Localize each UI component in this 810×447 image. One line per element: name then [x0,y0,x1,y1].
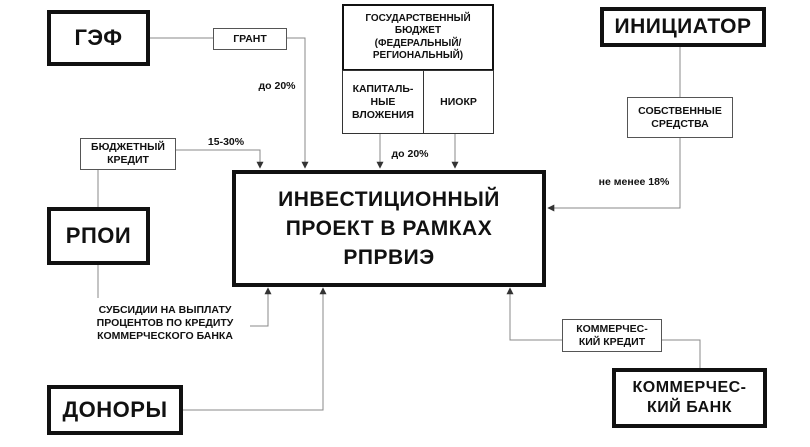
donors-box: ДОНОРЫ [47,385,183,435]
capital-box: КАПИТАЛЬ- НЫЕ ВЛОЖЕНИЯ [342,70,424,134]
initiator-box: ИНИЦИАТОР [600,7,766,47]
budget-credit-arrow [175,149,264,169]
grant-box: ГРАНТ [213,28,287,50]
commercial-credit-box: КОММЕРЧЕС- КИЙ КРЕДИТ [562,319,662,352]
donors-project-arrow [183,287,327,411]
rpoi-box: РПОИ [47,207,150,265]
subsidies-project-arrow [250,287,272,327]
budget-credit-box: БЮДЖЕТНЫЙ КРЕДИТ [80,138,176,170]
own-project-arrow [547,138,681,212]
grant-share-label: до 20% [258,80,296,92]
state-share-label: до 20% [391,148,429,160]
own-funds-box: СОБСТВЕННЫЕ СРЕДСТВА [627,97,733,138]
own-share-label: не менее 18% [598,176,670,188]
subsidies-label: СУБСИДИИ НА ВЫПЛАТУ ПРОЦЕНТОВ ПО КРЕДИТУ… [96,304,234,342]
commercial-bank-box: КОММЕРЧЕС- КИЙ БАНК [612,368,767,428]
budget-credit-share-label: 15-30% [207,136,245,148]
state-budget-box: ГОСУДАРСТВЕННЫЙ БЮДЖЕТ (ФЕДЕРАЛЬНЫЙ/ РЕГ… [342,4,494,71]
investment-project-box: ИНВЕСТИЦИОННЫЙ ПРОЕКТ В РАМКАХ РПРВИЭ [232,170,546,287]
gef-box: ГЭФ [47,10,150,66]
grant-project-arrow [287,37,309,169]
niokr-box: НИОКР [423,70,494,134]
credit-project-arrow [506,287,562,341]
